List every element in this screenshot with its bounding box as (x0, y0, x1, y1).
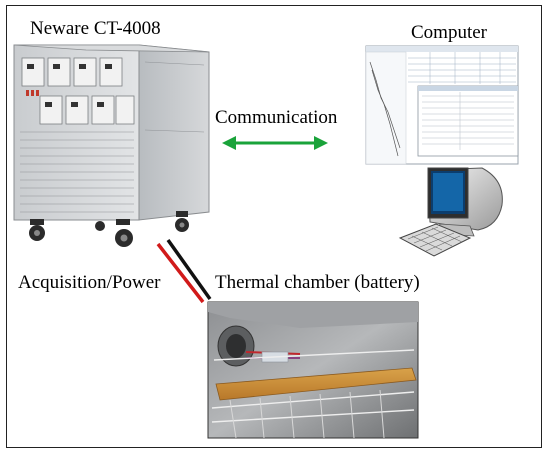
diagram-frame (6, 5, 542, 448)
battery-cycler-cabinet-icon (13, 44, 210, 247)
keyboard-icon (398, 223, 472, 257)
chamber-label: Thermal chamber (battery) (215, 272, 420, 293)
thermal-chamber-photo (207, 301, 419, 439)
cycler-label: Neware CT-4008 (30, 18, 161, 39)
computer-label: Computer (411, 22, 487, 43)
power-cables (156, 238, 212, 304)
crt-monitor-icon (427, 167, 503, 237)
acquisition-label: Acquisition/Power (18, 272, 161, 293)
communication-arrow (222, 136, 328, 150)
software-screenshot-icon (365, 45, 519, 165)
communication-label: Communication (215, 107, 338, 128)
